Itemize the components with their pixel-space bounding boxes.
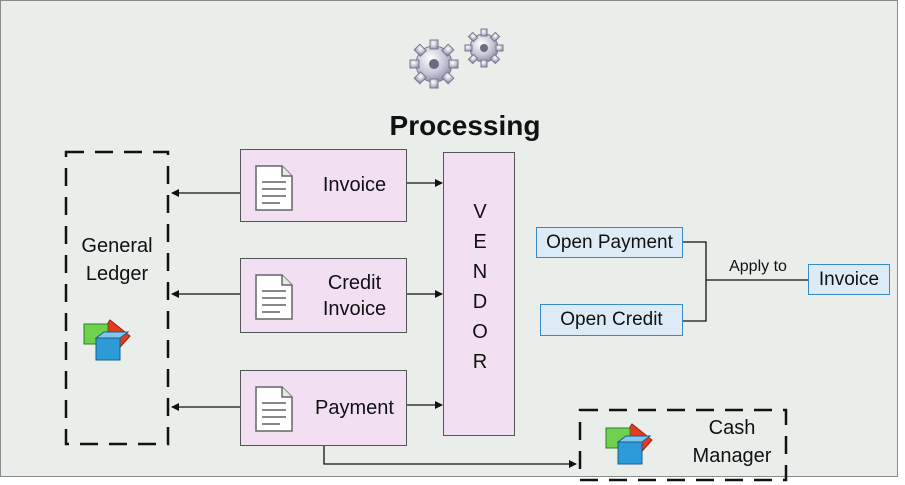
open-credit-box: Open Credit (540, 304, 683, 336)
cash-manager-label: Cash Manager (692, 417, 772, 467)
invoice-box: Invoice (240, 149, 407, 222)
document-icon (255, 386, 293, 432)
payment-to-cash-manager-arrow (323, 446, 577, 468)
open-payment-box: Open Payment (536, 227, 683, 258)
cash-manager-frame (578, 408, 788, 482)
vendor-box: V E N D O R (443, 152, 515, 436)
vendor-letter: E (473, 231, 487, 253)
apply-to-label: Apply to (729, 258, 787, 275)
credit-invoice-box: Credit Invoice (240, 258, 407, 333)
document-icon (255, 165, 293, 211)
vendor-letter: O (472, 321, 488, 343)
vendor-letter: D (472, 291, 488, 313)
document-icon (255, 274, 293, 320)
payment-box: Payment (240, 370, 407, 446)
general-ledger-frame (64, 150, 170, 446)
vendor-letter: N (472, 261, 488, 283)
payment-label: Payment (315, 397, 394, 419)
target-invoice-box: Invoice (808, 264, 890, 295)
credit-invoice-label: Credit Invoice (322, 272, 387, 320)
general-ledger-label: General Ledger (81, 235, 153, 285)
vendor-letter: R (472, 351, 488, 373)
apply-bracket (683, 241, 707, 322)
invoice-label: Invoice (322, 174, 387, 196)
vendor-letter: V (473, 201, 487, 223)
diagram-title: Processing (389, 110, 541, 141)
